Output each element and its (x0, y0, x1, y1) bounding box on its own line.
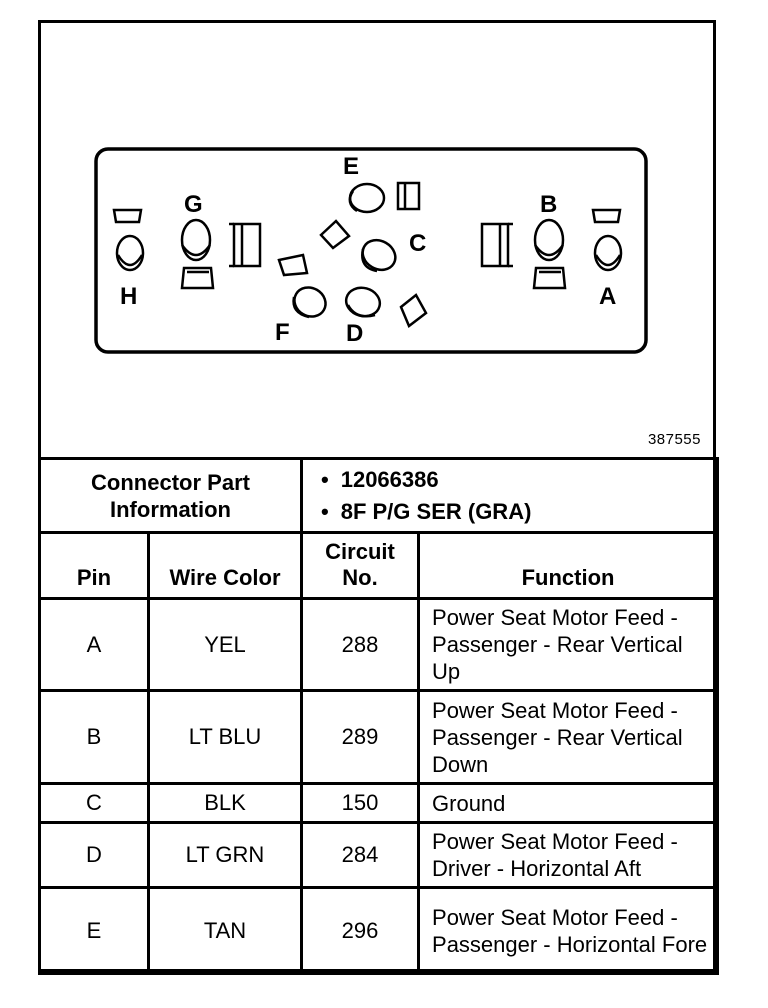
column-header-row: Pin Wire Color Circuit No. Function (38, 531, 720, 600)
cavity-b (532, 218, 567, 290)
pin-cell: C (38, 782, 150, 824)
connector-part-values: 12066386 8F P/G SER (GRA) (300, 457, 720, 534)
pin-cell: A (38, 597, 150, 692)
pin-cell: B (38, 689, 150, 785)
function-cell: Ground (417, 782, 720, 824)
header-pin: Pin (38, 531, 150, 600)
table-row: E TAN 296 Power Seat Motor Feed - Passen… (38, 886, 720, 975)
header-circuit-text: Circuit No. (325, 539, 395, 590)
cavity-d (344, 286, 428, 328)
wire-color-cell: BLK (146, 782, 304, 824)
cavity-e (348, 181, 421, 214)
pin-label-c: C (409, 230, 426, 257)
circuit-cell: 150 (300, 782, 421, 824)
latch-left (229, 222, 262, 268)
pin-label-g: G (184, 191, 203, 218)
connector-outline (94, 147, 648, 354)
header-wire-color: Wire Color (146, 531, 304, 600)
header-circuit-no: Circuit No. (300, 531, 421, 600)
pin-cell: D (38, 821, 150, 889)
table-row: D LT GRN 284 Power Seat Motor Feed - Dri… (38, 821, 720, 889)
function-cell: Power Seat Motor Feed - Driver - Horizon… (417, 821, 720, 889)
function-cell: Power Seat Motor Feed - Passenger - Rear… (417, 597, 720, 692)
figure-number: 387555 (647, 431, 701, 448)
pin-label-a: A (599, 283, 616, 310)
pin-label-h: H (120, 283, 137, 310)
connector-face-drawing: H G E C F D B A (94, 147, 648, 354)
circuit-cell: 284 (300, 821, 421, 889)
table-row: A YEL 288 Power Seat Motor Feed - Passen… (38, 597, 720, 692)
function-cell: Power Seat Motor Feed - Passenger - Hori… (417, 886, 720, 975)
wire-color-cell: LT BLU (146, 689, 304, 785)
latch-right (480, 222, 513, 268)
pin-label-b: B (540, 191, 557, 218)
pin-label-d: D (346, 320, 363, 347)
connector-part-information-label: Connector Part Information (37, 457, 304, 534)
cavity-g (180, 218, 215, 290)
pinout-table: Connector Part Information 12066386 8F P… (37, 457, 720, 975)
cavity-c (319, 219, 397, 273)
table-row: B LT BLU 289 Power Seat Motor Feed - Pas… (38, 689, 720, 785)
connector-info-row: Connector Part Information 12066386 8F P… (37, 457, 720, 534)
wire-color-cell: TAN (146, 886, 304, 975)
cavity-h (112, 208, 145, 272)
function-cell: Power Seat Motor Feed - Passenger - Rear… (417, 689, 720, 785)
cavity-f (277, 253, 327, 319)
connector-diagram: H G E C F D B A 387555 (41, 23, 713, 458)
cavity-a (591, 208, 623, 272)
circuit-cell: 289 (300, 689, 421, 785)
circuit-cell: 288 (300, 597, 421, 692)
header-function: Function (417, 531, 720, 600)
pin-label-f: F (275, 319, 290, 346)
connector-sheet: H G E C F D B A 387555 Connector Part In… (37, 20, 720, 975)
wire-color-cell: LT GRN (146, 821, 304, 889)
circuit-cell: 296 (300, 886, 421, 975)
pin-cell: E (38, 886, 150, 975)
wire-color-cell: YEL (146, 597, 304, 692)
pin-label-e: E (343, 153, 359, 180)
part-number: 12066386 (341, 464, 716, 496)
connector-description: 8F P/G SER (GRA) (341, 496, 716, 528)
connector-info-label-text: Connector Part Information (91, 469, 250, 522)
table-row: C BLK 150 Ground (38, 782, 720, 824)
